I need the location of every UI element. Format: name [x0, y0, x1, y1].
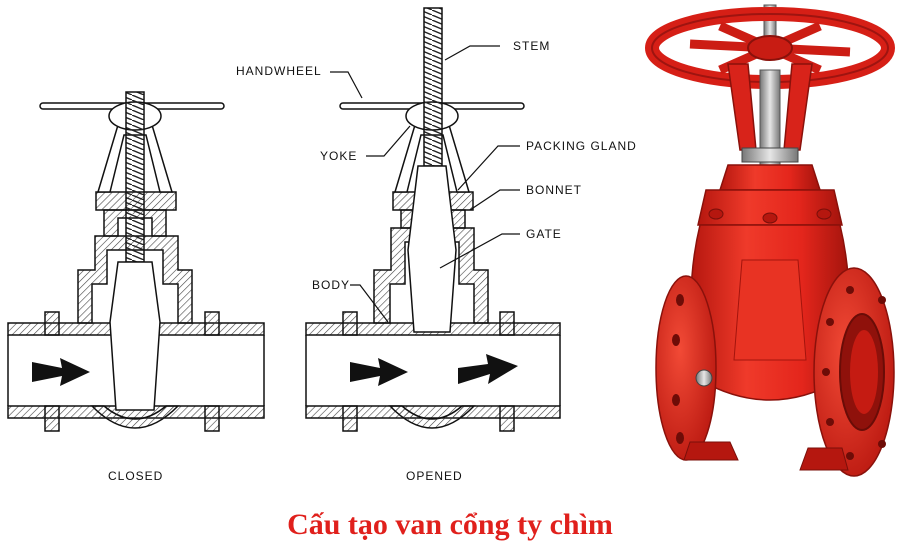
- caption-opened: OPENED: [406, 469, 463, 483]
- diagram-title: Cấu tạo van cổng ty chìm: [287, 508, 613, 541]
- label-stem: STEM: [513, 39, 550, 53]
- opened-valve-drawing: [305, 7, 561, 432]
- label-packing-gland: PACKING GLAND: [526, 139, 637, 153]
- closed-valve-drawing: [7, 91, 265, 432]
- red-gate-valve-image: [645, 4, 895, 477]
- flow-arrow-icon: [350, 358, 408, 386]
- label-body: BODY: [312, 278, 350, 292]
- label-handwheel: HANDWHEEL: [236, 64, 322, 78]
- flow-arrow-icon: [32, 358, 90, 386]
- label-gate: GATE: [526, 227, 562, 241]
- label-yoke: YOKE: [320, 149, 357, 163]
- flow-arrow-icon: [458, 354, 518, 384]
- leader-lines: [330, 45, 520, 323]
- caption-closed: CLOSED: [108, 469, 163, 483]
- label-bonnet: BONNET: [526, 183, 582, 197]
